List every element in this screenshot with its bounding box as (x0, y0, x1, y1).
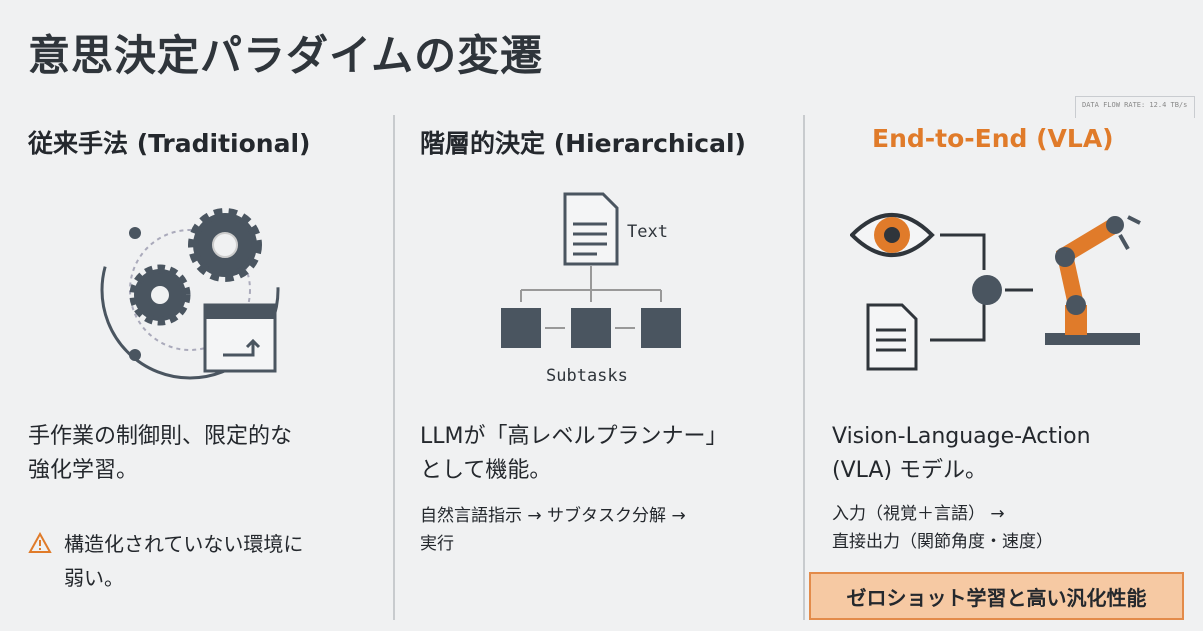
vla-highlight-badge: ゼロショット学習と高い汎化性能 (809, 572, 1184, 620)
hierarchical-description: LLMが「高レベルプランナー」として機能。 (420, 424, 728, 483)
divider (393, 115, 395, 620)
vla-description: Vision-Language-Action(VLA) モデル。 (832, 424, 1091, 483)
warning-icon (28, 532, 52, 553)
page-title: 意思決定パラダイムの変遷 (28, 31, 544, 80)
vla-diagram (850, 213, 1141, 371)
vla-title: End-to-End (VLA) (872, 124, 1114, 153)
traditional-warning: 構造化されていない環境に弱い。 (64, 532, 304, 590)
subtasks-label: Subtasks (546, 366, 628, 386)
hierarchical-detail: 自然言語指示 → サブタスク分解 →実行 (420, 506, 686, 554)
vla-detail: 入力（視覚＋言語） →直接出力（関節角度・速度） (832, 504, 1053, 552)
gears-icon (100, 200, 280, 380)
task-decomposition-diagram (501, 192, 681, 348)
text-label: Text (627, 222, 668, 242)
data-flow-decoration: DATA FLOW RATE: 12.4 TB/s (1075, 96, 1195, 118)
traditional-title: 従来手法 (Traditional) (28, 129, 311, 158)
divider (803, 115, 805, 620)
traditional-description: 手作業の制御則、限定的な強化学習。 (28, 424, 293, 483)
hierarchical-title: 階層的決定 (Hierarchical) (420, 129, 746, 158)
